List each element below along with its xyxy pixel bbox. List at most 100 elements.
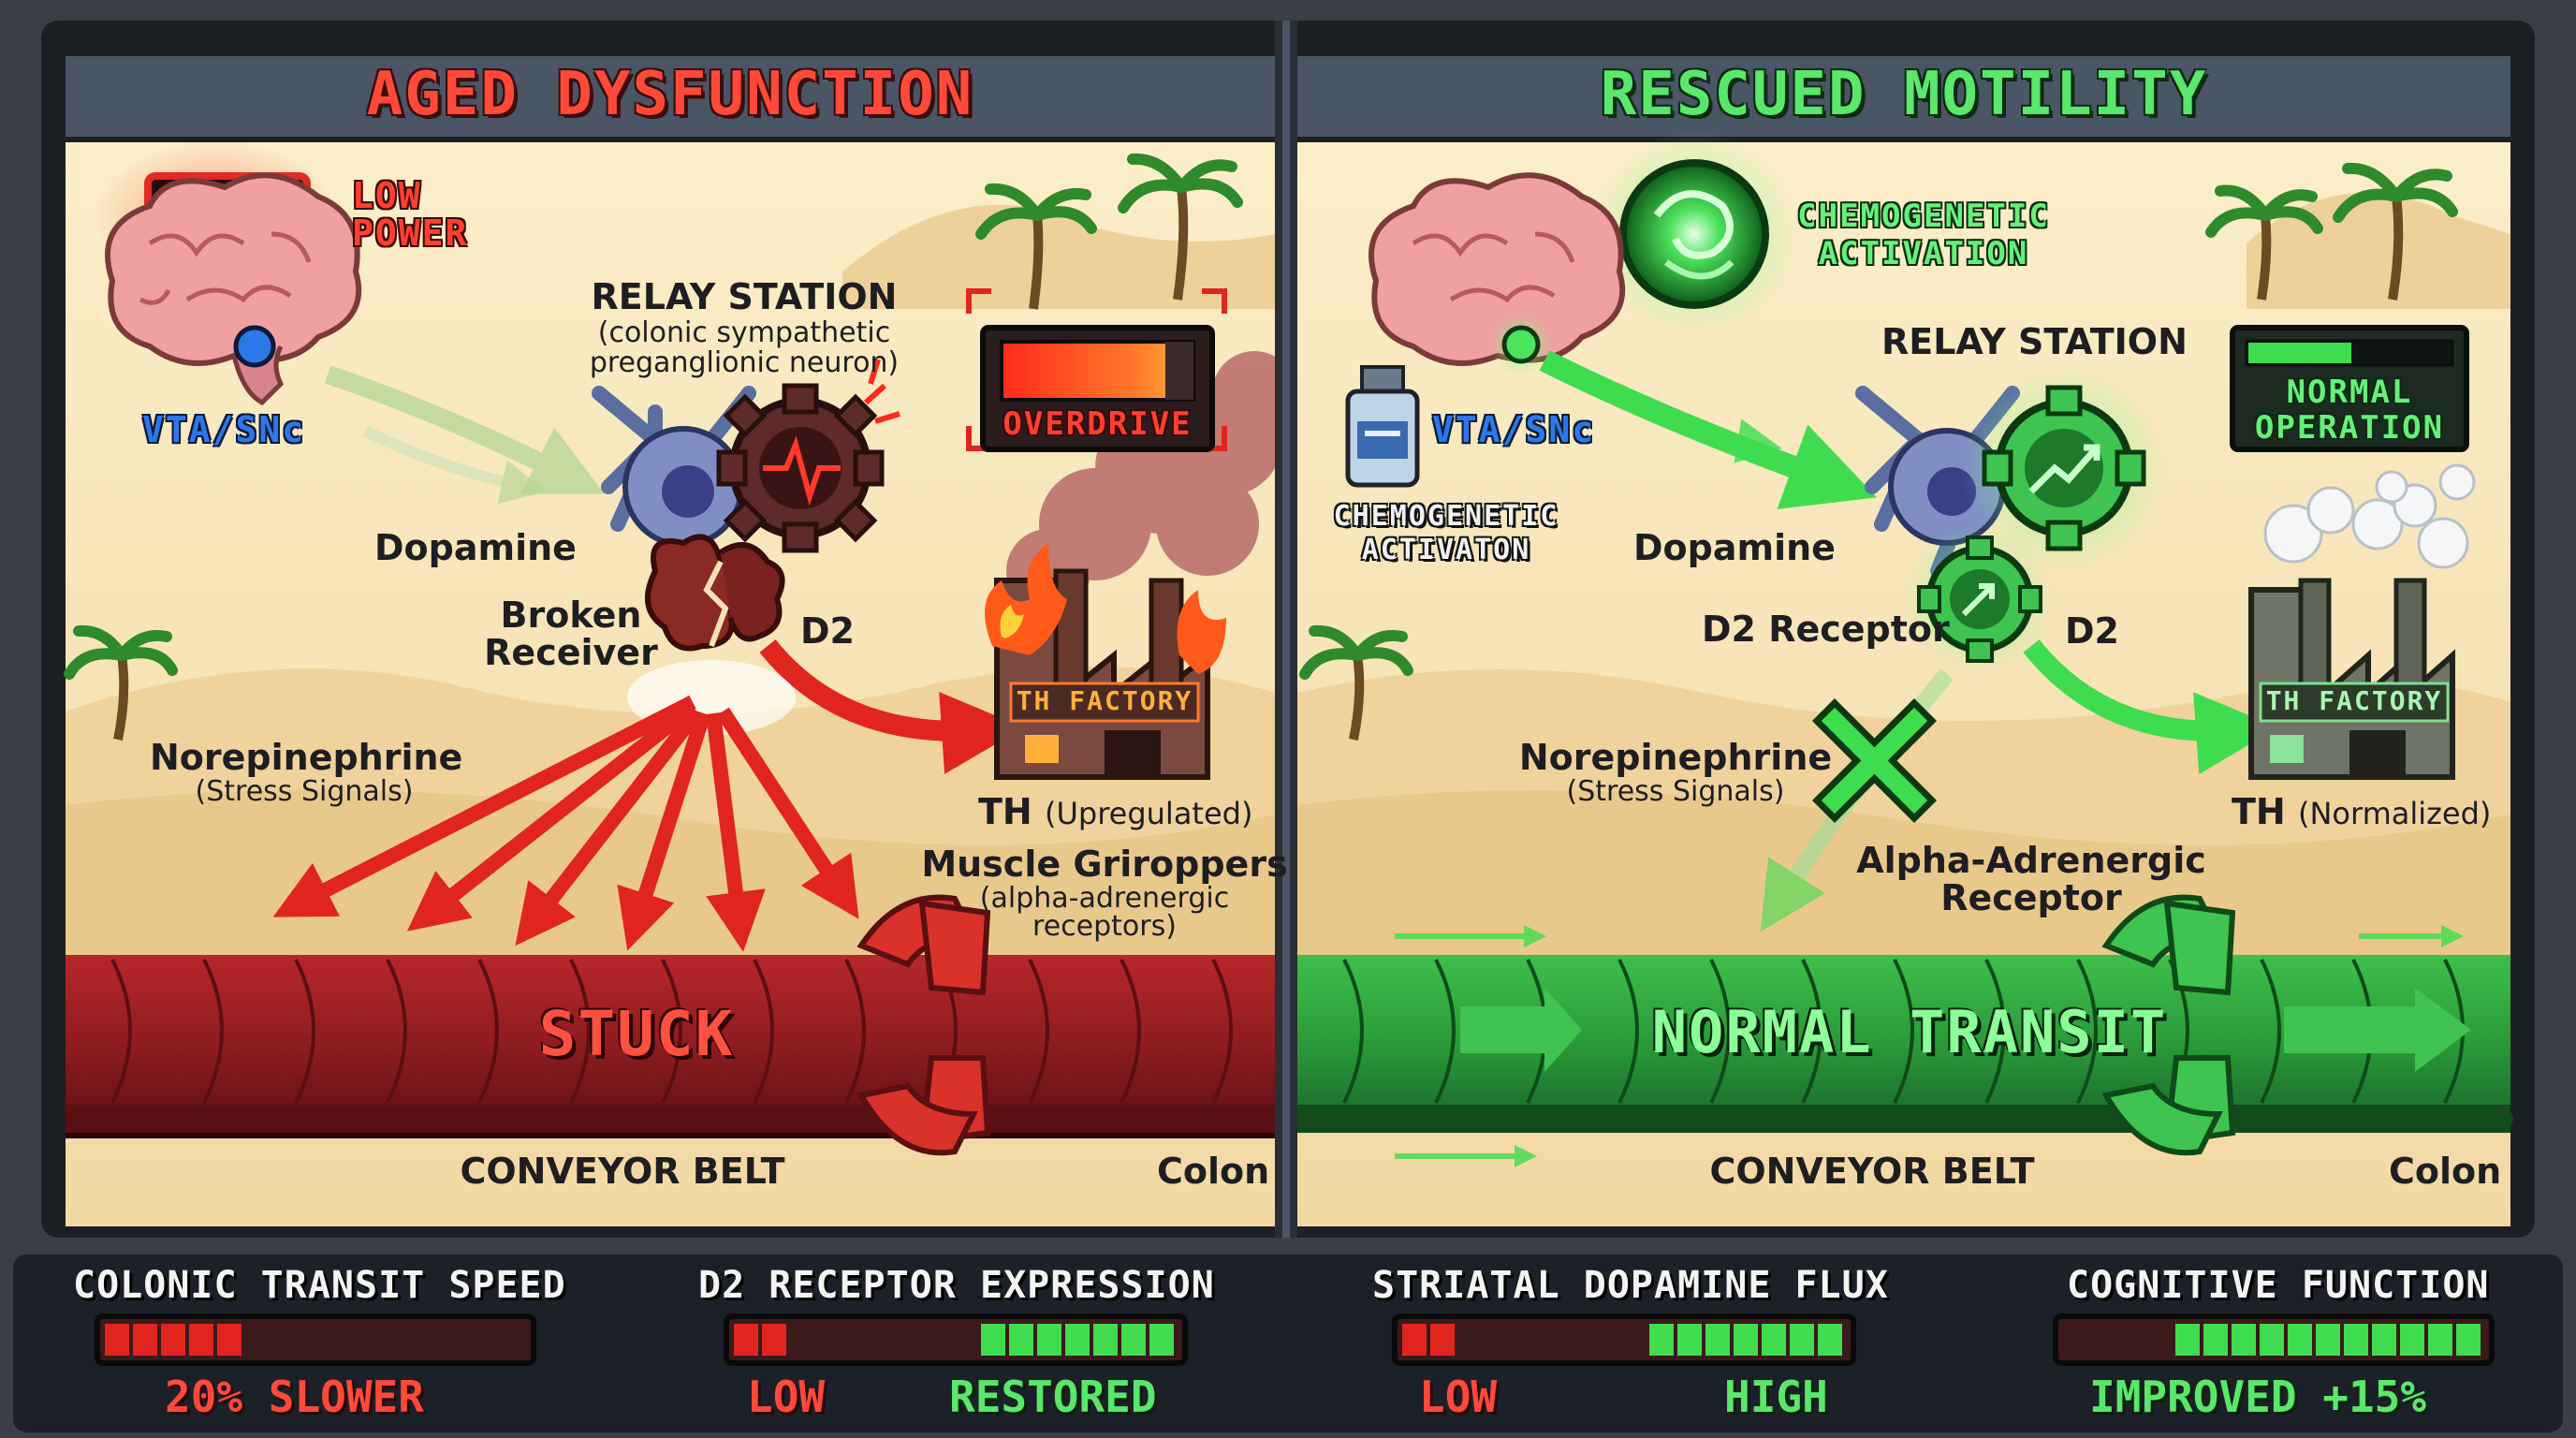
meter-green-segment bbox=[2203, 1324, 2228, 1356]
belt-segment bbox=[569, 959, 591, 1104]
belt-segment bbox=[2076, 959, 2098, 1104]
dopamine-arrows bbox=[1539, 350, 1878, 509]
stat-left-1: 20% SLOWER bbox=[165, 1372, 424, 1422]
belt-segment bbox=[1342, 959, 1364, 1104]
overdrive-gauge bbox=[966, 288, 1227, 452]
meter-green-segment bbox=[1649, 1324, 1674, 1356]
smoke-cloud bbox=[1006, 351, 1296, 613]
broken-label-1: Broken bbox=[500, 594, 642, 636]
left-ne-label: Norepinephrine bbox=[150, 737, 463, 778]
right-ne-sub: (Stress Signals) bbox=[1566, 775, 1785, 808]
left-colon-label: Colon bbox=[1157, 1151, 1270, 1192]
left-conveyor-belt bbox=[66, 955, 1281, 1138]
stat-title-4: COGNITIVE FUNCTION bbox=[2067, 1264, 2490, 1307]
activation-label-2: ACTIVATION bbox=[1818, 235, 2029, 272]
belt-segment bbox=[202, 959, 224, 1104]
meter-green-segment bbox=[1093, 1324, 1118, 1356]
meter-green-segment bbox=[1065, 1324, 1090, 1356]
meter-green-segment bbox=[1121, 1324, 1146, 1356]
belt-segment bbox=[294, 959, 315, 1104]
right-relay-title: RELAY STATION bbox=[1881, 321, 2188, 362]
meter-green-segment bbox=[1818, 1324, 1842, 1356]
steam-icon bbox=[2263, 463, 2476, 569]
left-factory-sign: TH FACTORY bbox=[1016, 685, 1193, 716]
left-th-label: TH (Upregulated) bbox=[978, 791, 1253, 832]
meter-red-segment bbox=[133, 1324, 157, 1356]
left-title-bar bbox=[66, 56, 1275, 142]
fire-flames bbox=[985, 543, 1226, 674]
stat-meters bbox=[95, 1313, 2495, 1366]
belt-segment bbox=[386, 959, 407, 1104]
stress-signal-arrows bbox=[272, 695, 859, 952]
vial-label-1: CHEMOGENETIC bbox=[1333, 500, 1559, 533]
left-dopamine-label: Dopamine bbox=[374, 527, 577, 568]
belt-segment bbox=[477, 959, 499, 1104]
stat-right-2: RESTORED bbox=[949, 1372, 1157, 1422]
belt-segment bbox=[661, 959, 682, 1104]
meter-green-segment bbox=[2316, 1324, 2340, 1356]
meter-green-segment bbox=[2456, 1324, 2481, 1356]
right-dopamine-label: Dopamine bbox=[1633, 527, 1836, 568]
meter-red-segment bbox=[189, 1324, 213, 1356]
meter-red-segment bbox=[105, 1324, 129, 1356]
meter-green-segment bbox=[2428, 1324, 2452, 1356]
left-relay-title: RELAY STATION bbox=[591, 276, 898, 317]
stat-left-2: LOW bbox=[747, 1372, 826, 1422]
stat-left-3: LOW bbox=[1419, 1372, 1498, 1422]
left-belt-label: CONVEYOR BELT bbox=[460, 1151, 785, 1192]
belt-segment bbox=[1120, 959, 1141, 1104]
stat-right-4: IMPROVED +15% bbox=[2089, 1372, 2427, 1422]
stat-right-3: HIGH bbox=[1724, 1372, 1828, 1422]
palm-tree-icon bbox=[2333, 162, 2458, 301]
left-vta-label: VTA/SNc bbox=[142, 409, 306, 450]
broken-receptor-icon bbox=[645, 534, 785, 652]
meter-green-segment bbox=[2260, 1324, 2284, 1356]
belt-segment bbox=[1893, 959, 1914, 1104]
vta-snc-node bbox=[1501, 325, 1541, 364]
meter-green-segment bbox=[1790, 1324, 1814, 1356]
right-panel-title: RESCUED MOTILITY bbox=[1600, 60, 2208, 129]
vta-snc-node bbox=[233, 325, 276, 368]
belt-segment bbox=[1211, 959, 1233, 1104]
belt-segment bbox=[1801, 959, 1822, 1104]
meter-red-segment bbox=[161, 1324, 185, 1356]
normal-label-1: NORMAL bbox=[2286, 374, 2413, 411]
belt-segment bbox=[1709, 959, 1731, 1104]
meter-green-segment bbox=[2372, 1324, 2396, 1356]
meter-green-segment bbox=[2344, 1324, 2368, 1356]
alpha-receptor-clamp-icon bbox=[2101, 894, 2236, 1156]
right-factory-sign: TH FACTORY bbox=[2265, 685, 2443, 716]
muscle-sub-1: (alpha-adrenergic bbox=[979, 882, 1230, 915]
gear-icon bbox=[1982, 385, 2146, 551]
meter-red-segment bbox=[734, 1324, 758, 1356]
meter-red-segment bbox=[217, 1324, 242, 1356]
meter-green-segment bbox=[1705, 1324, 1730, 1356]
normal-transit-label: NORMAL TRANSIT bbox=[1651, 998, 2168, 1066]
stats-bar bbox=[13, 1255, 2563, 1432]
palm-tree-icon bbox=[1299, 624, 1413, 741]
stat-title-1: COLONIC TRANSIT SPEED bbox=[73, 1264, 566, 1307]
vial-label-2: ACTIVATON bbox=[1361, 534, 1531, 566]
left-d2-label: D2 bbox=[800, 610, 855, 652]
muscle-sub-2: receptors) bbox=[1032, 910, 1177, 943]
belt-segment bbox=[753, 959, 774, 1104]
palm-tree-icon bbox=[1118, 153, 1243, 301]
alpha-label-1: Alpha-Adrenergic bbox=[1856, 840, 2206, 881]
d2-receptor-gear-icon bbox=[1917, 536, 2042, 663]
left-panel bbox=[64, 56, 1296, 1226]
palm-tree-icon bbox=[975, 183, 1097, 310]
factory-icon bbox=[2248, 578, 2455, 780]
muscle-gripper-icon bbox=[856, 894, 991, 1156]
gear-icon bbox=[716, 359, 900, 553]
left-panel-title: AGED DYSFUNCTION bbox=[366, 60, 974, 129]
left-relay-sub-1: (colonic sympathetic bbox=[597, 316, 891, 349]
right-ne-label: Norepinephrine bbox=[1518, 737, 1833, 778]
vial-icon bbox=[1345, 365, 1420, 488]
meter-green-segment bbox=[1149, 1324, 1174, 1356]
meter-red-segment bbox=[1402, 1324, 1427, 1356]
right-colon-label: Colon bbox=[2389, 1151, 2502, 1192]
stat-title-2: D2 RECEPTOR EXPRESSION bbox=[698, 1264, 1215, 1307]
meter-green-segment bbox=[2175, 1324, 2200, 1356]
brain-icon bbox=[1368, 172, 1626, 376]
